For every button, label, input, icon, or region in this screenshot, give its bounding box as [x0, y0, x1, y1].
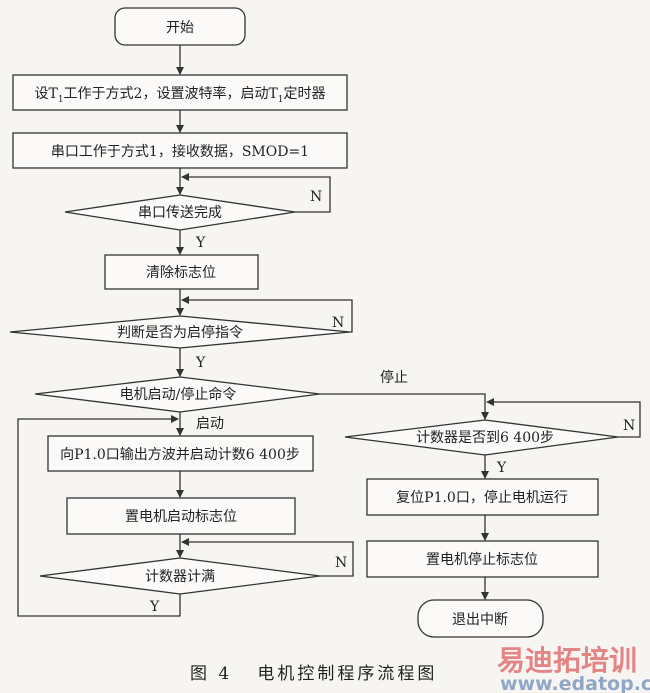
decision-motor-cmd-label: 电机启动/停止命令: [120, 386, 237, 403]
yes-label: Y: [195, 355, 206, 371]
step-reset-p10-label: 复位P1.0口，停止电机运行: [396, 489, 568, 506]
stop-label: 停止: [380, 369, 408, 386]
step-set-start-flag-box: [66, 497, 296, 535]
step-set-stop-flag-label: 置电机停止标志位: [426, 551, 538, 568]
step-serial-label: 串口工作于方式1，接收数据，SMOD=1: [51, 143, 309, 160]
yes-label: Y: [149, 599, 160, 615]
step-set-stop-flag-box: [366, 540, 599, 578]
decision-start-stop-cmd-label: 判断是否为启停指令: [117, 324, 243, 341]
loop-back-arrow: [17, 415, 181, 617]
yes-label: Y: [496, 460, 507, 476]
no-label: N: [623, 418, 635, 434]
start-label: 开始: [166, 20, 194, 36]
stop-branch-arrow: [320, 393, 489, 420]
loop-arrow: [486, 398, 641, 438]
end-terminal: [417, 599, 544, 638]
figure-caption: 图 4 电机控制程序流程图: [190, 664, 437, 684]
step-serial-box: [12, 132, 348, 169]
loop-arrow: [181, 538, 354, 577]
loop-arrow: [181, 173, 331, 213]
watermark-brand: 易迪拓培训: [497, 644, 637, 677]
step-output-wave-box: [47, 435, 314, 472]
loop-arrow: [181, 296, 353, 333]
step-timer-label: 设T1工作于方式2，设置波特率，启动T1定时器: [34, 85, 325, 105]
decision-serial-done-label: 串口传送完成: [138, 205, 222, 221]
step-output-wave-label: 向P1.0口输出方波并启动计数6 400步: [60, 447, 300, 463]
end-label: 退出中断: [452, 612, 508, 628]
no-label: N: [335, 555, 347, 571]
step-timer-box: [12, 74, 348, 111]
step-reset-p10-box: [366, 478, 599, 516]
step-clear-flag-box: [104, 254, 259, 290]
step-set-start-flag-label: 置电机启动标志位: [125, 509, 237, 525]
decision-counter-full-label: 计数器计满: [145, 569, 215, 585]
no-label: N: [332, 315, 344, 331]
start-label-branch: 启动: [196, 416, 224, 432]
step-clear-flag-label: 清除标志位: [146, 265, 216, 281]
no-label: N: [310, 189, 322, 205]
watermark-url: www.edatop.com: [500, 673, 650, 693]
yes-label: Y: [195, 235, 206, 251]
decision-counter-6400-label: 计数器是否到6 400步: [416, 430, 554, 446]
